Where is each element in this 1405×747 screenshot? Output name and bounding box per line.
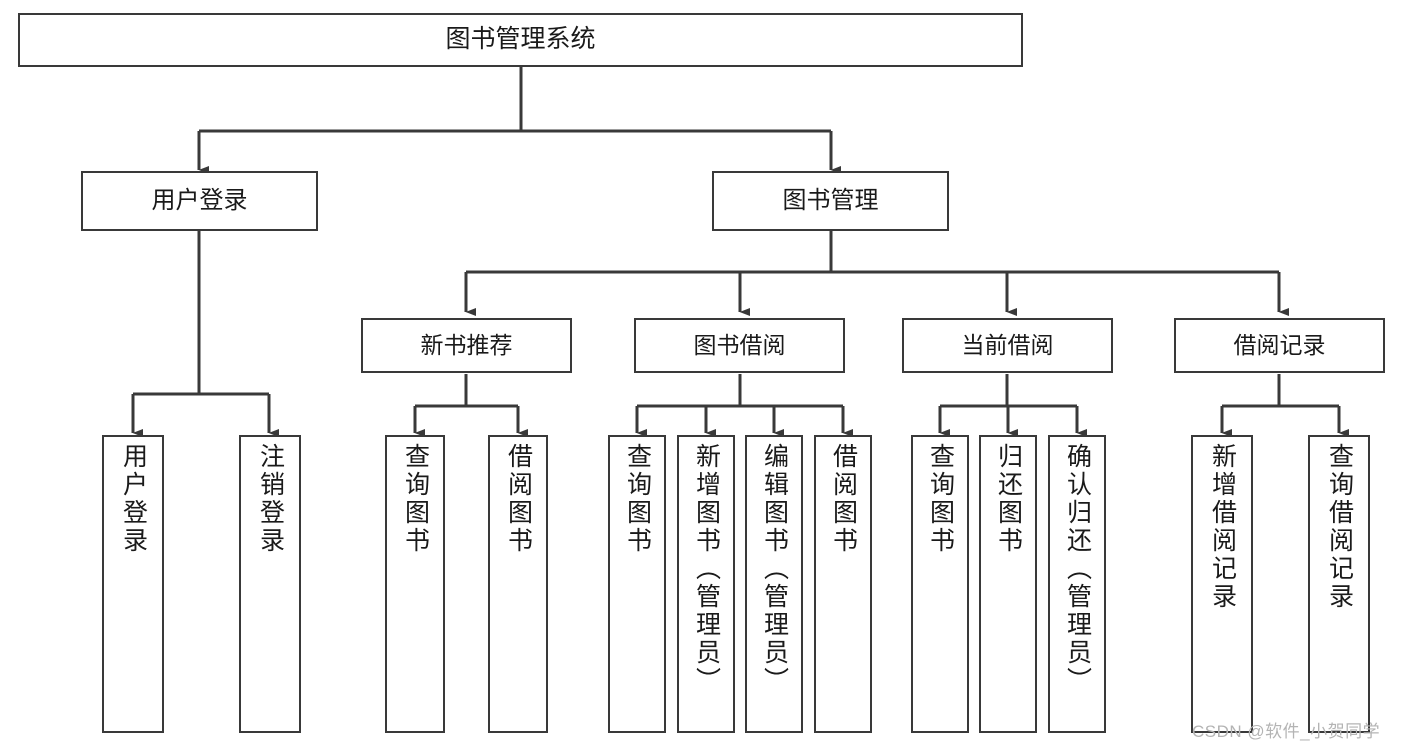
node-label-leaf-query-record: 查询借阅记录 (1325, 443, 1354, 611)
node-label-leaf-confirm-return: 确认归还（管理员） (1063, 443, 1092, 695)
node-leaf-query-record[interactable]: 查询借阅记录 (1308, 435, 1370, 733)
node-label-current-borrow: 当前借阅 (961, 332, 1054, 359)
node-label-borrow-record: 借阅记录 (1233, 332, 1326, 359)
node-label-leaf-logout: 注销登录 (256, 443, 285, 555)
node-label-leaf-borrow-book-2: 借阅图书 (829, 443, 858, 555)
node-label-root: 图书管理系统 (445, 25, 596, 54)
node-label-leaf-add-book: 新增图书（管理员） (692, 443, 721, 695)
node-label-book-manage: 图书管理 (782, 187, 879, 214)
node-label-book-borrow: 图书借阅 (693, 332, 786, 359)
node-book-manage[interactable]: 图书管理 (712, 171, 949, 231)
node-label-user-login: 用户登录 (151, 187, 248, 214)
node-label-leaf-add-record: 新增借阅记录 (1208, 443, 1237, 611)
node-leaf-user-login[interactable]: 用户登录 (102, 435, 164, 733)
node-leaf-borrow-book-2[interactable]: 借阅图书 (814, 435, 872, 733)
node-leaf-return-book[interactable]: 归还图书 (979, 435, 1037, 733)
node-label-leaf-query-book-2: 查询图书 (623, 443, 652, 555)
node-current-borrow[interactable]: 当前借阅 (902, 318, 1113, 373)
node-leaf-add-book[interactable]: 新增图书（管理员） (677, 435, 735, 733)
node-label-leaf-edit-book: 编辑图书（管理员） (760, 443, 789, 695)
node-root-system[interactable]: 图书管理系统 (18, 13, 1023, 67)
node-leaf-confirm-return[interactable]: 确认归还（管理员） (1048, 435, 1106, 733)
node-leaf-query-book-1[interactable]: 查询图书 (385, 435, 445, 733)
node-leaf-query-book-3[interactable]: 查询图书 (911, 435, 969, 733)
node-label-new-book-rec: 新书推荐 (420, 332, 513, 359)
node-leaf-logout[interactable]: 注销登录 (239, 435, 301, 733)
node-label-leaf-query-book-3: 查询图书 (926, 443, 955, 555)
node-label-leaf-user-login: 用户登录 (119, 443, 148, 555)
node-new-book-rec[interactable]: 新书推荐 (361, 318, 572, 373)
node-label-leaf-return-book: 归还图书 (994, 443, 1023, 555)
node-book-borrow[interactable]: 图书借阅 (634, 318, 845, 373)
node-leaf-edit-book[interactable]: 编辑图书（管理员） (745, 435, 803, 733)
node-borrow-record[interactable]: 借阅记录 (1174, 318, 1385, 373)
watermark-text: CSDN @软件_小贺同学 (1192, 722, 1381, 741)
node-leaf-borrow-book-1[interactable]: 借阅图书 (488, 435, 548, 733)
node-label-leaf-borrow-book-1: 借阅图书 (504, 443, 533, 555)
node-label-leaf-query-book-1: 查询图书 (401, 443, 430, 555)
node-leaf-query-book-2[interactable]: 查询图书 (608, 435, 666, 733)
node-leaf-add-record[interactable]: 新增借阅记录 (1191, 435, 1253, 733)
node-user-login[interactable]: 用户登录 (81, 171, 318, 231)
